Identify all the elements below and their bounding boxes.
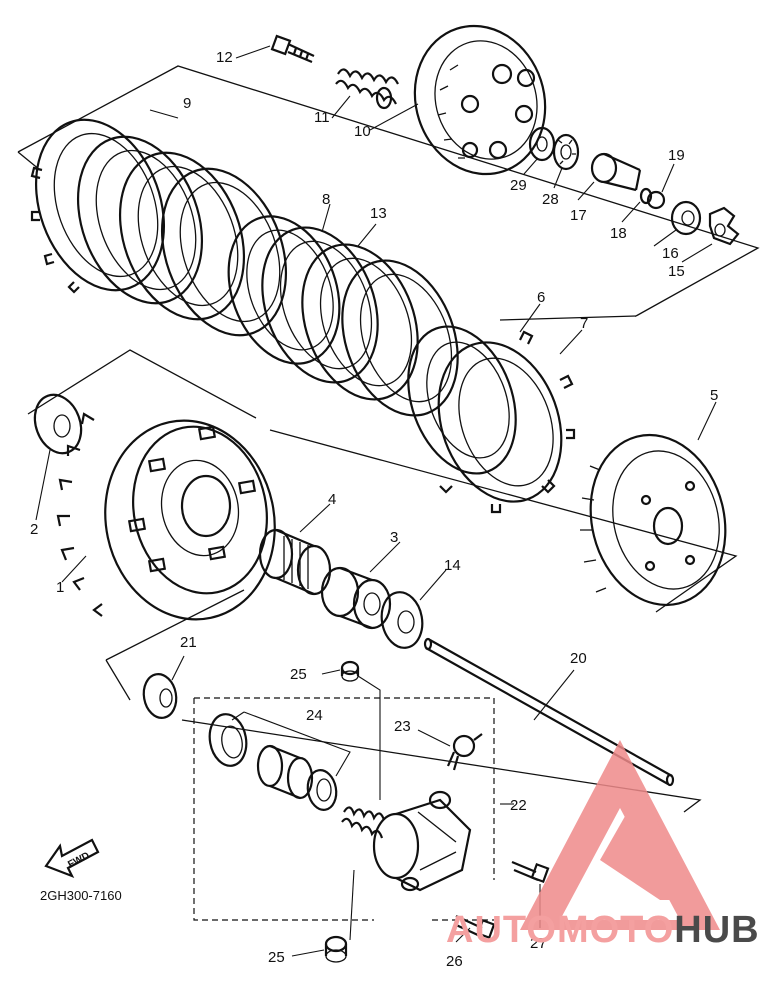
part-label-16: 17 <box>570 207 587 224</box>
housing-frame <box>27 349 738 661</box>
clutch-boss <box>580 433 727 607</box>
part-label-26: 26 <box>446 953 463 970</box>
collar-25-top <box>340 660 360 682</box>
part-label-28: 28 <box>542 191 559 208</box>
watermark-hub: HUB <box>674 909 759 951</box>
bolt-26 <box>453 915 496 940</box>
part-label-17: 18 <box>610 225 627 242</box>
part-label-9: 10 <box>354 123 371 140</box>
part-label-25: 25 <box>268 949 285 966</box>
part-label-14: 15 <box>668 263 685 280</box>
pressure-plate <box>413 24 547 176</box>
fwd-label: FWD <box>66 850 91 870</box>
part-label-2: 3 <box>390 529 398 546</box>
part-label-24: 25 <box>290 666 307 683</box>
part-label-23: 24 <box>306 707 323 724</box>
collar-25-bottom <box>324 935 348 963</box>
part-label-20: 21 <box>180 634 197 651</box>
thrust-washer-2 <box>33 393 83 455</box>
part-label-12: 13 <box>370 205 387 222</box>
part-label-3: 4 <box>328 491 336 508</box>
bearing-28 <box>552 133 580 171</box>
lock-washer-15 <box>708 206 740 246</box>
lower-frame <box>105 659 702 813</box>
bolt-27 <box>511 860 550 884</box>
part-label-29: 29 <box>510 177 527 194</box>
drawing-code: 2GH300-7160 <box>40 888 122 903</box>
part-label-4: 5 <box>710 387 718 404</box>
fwd-arrow: FWD <box>44 838 100 879</box>
part-label-0: 1 <box>56 579 64 596</box>
nut-16 <box>670 200 702 236</box>
seal-kit-24 <box>208 713 338 811</box>
watermark-text-auto: AUTOMOTOHUB <box>446 909 760 951</box>
plate-stack <box>30 118 576 514</box>
part-label-7: 8 <box>322 191 330 208</box>
release-cylinder <box>372 790 472 892</box>
part-label-15: 16 <box>662 245 679 262</box>
needle-bearing-4 <box>258 528 332 596</box>
spring-11 <box>335 68 399 110</box>
part-label-13: 14 <box>444 557 461 574</box>
bleeder-23 <box>446 733 483 771</box>
push-rod-17 <box>590 152 642 192</box>
clutch-housing <box>56 412 276 621</box>
part-label-19: 20 <box>570 650 587 667</box>
watermark-automoto: AUTOMOTO <box>446 909 674 951</box>
part-label-27: 27 <box>530 935 547 952</box>
part-label-22: 23 <box>394 718 411 735</box>
part-label-11: 12 <box>216 49 233 66</box>
washer-29 <box>528 126 556 162</box>
part-label-1: 2 <box>30 521 38 538</box>
o-ring-18 <box>639 187 653 205</box>
watermark-logo <box>520 740 720 930</box>
part-label-10: 11 <box>314 109 330 126</box>
spacer-3 <box>320 566 392 630</box>
ball-19 <box>646 190 666 210</box>
bolt-12 <box>270 34 315 64</box>
part-label-5: 6 <box>537 289 545 306</box>
lever-spring <box>341 806 386 839</box>
oil-seal-21 <box>142 673 178 719</box>
part-label-6: 7 <box>580 315 588 332</box>
part-label-18: 19 <box>668 147 685 164</box>
part-label-8: 9 <box>183 95 191 112</box>
part-label-21: 22 <box>510 797 527 814</box>
washer-14 <box>380 591 424 649</box>
upper-assembly-frame <box>17 65 760 321</box>
leader-lines <box>35 45 717 957</box>
